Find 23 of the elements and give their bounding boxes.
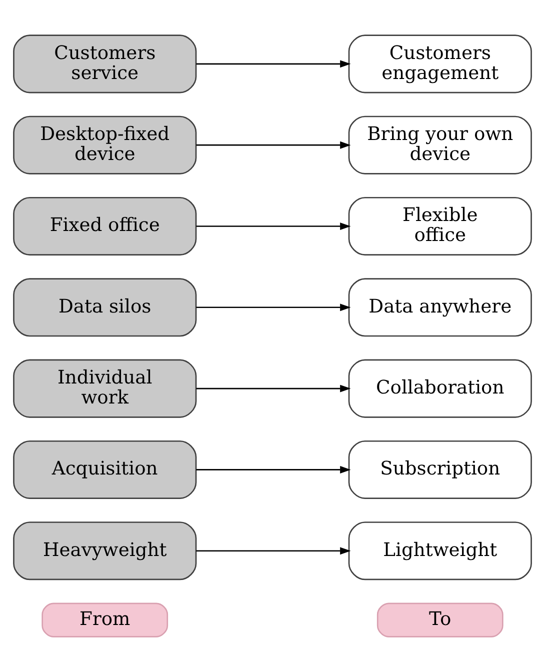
arrow — [196, 60, 351, 68]
node-box: Data silos — [13, 278, 197, 336]
node-box: Data anywhere — [348, 278, 532, 336]
node-box: Collaboration — [348, 358, 532, 418]
node-box: Individual work — [13, 358, 197, 418]
node-box: Lightweight — [348, 521, 532, 580]
node-box: Flexible office — [348, 196, 532, 255]
node-box: Bring your own device — [348, 115, 532, 174]
node-box: Acquisition — [13, 440, 197, 498]
arrow — [196, 222, 351, 230]
arrow — [196, 140, 351, 148]
node-box: Heavyweight — [13, 521, 197, 580]
node-box: Desktop-fixed device — [13, 115, 197, 174]
node-box: From — [42, 602, 168, 637]
arrow — [196, 546, 351, 554]
node-box: To — [376, 602, 504, 637]
arrow — [196, 384, 351, 392]
node-box: Subscription — [348, 440, 532, 498]
node-box: Customers service — [13, 34, 197, 93]
node-box: Customers engagement — [348, 34, 532, 93]
arrow — [196, 303, 351, 311]
node-box: Fixed office — [13, 196, 197, 255]
arrow — [196, 465, 351, 473]
